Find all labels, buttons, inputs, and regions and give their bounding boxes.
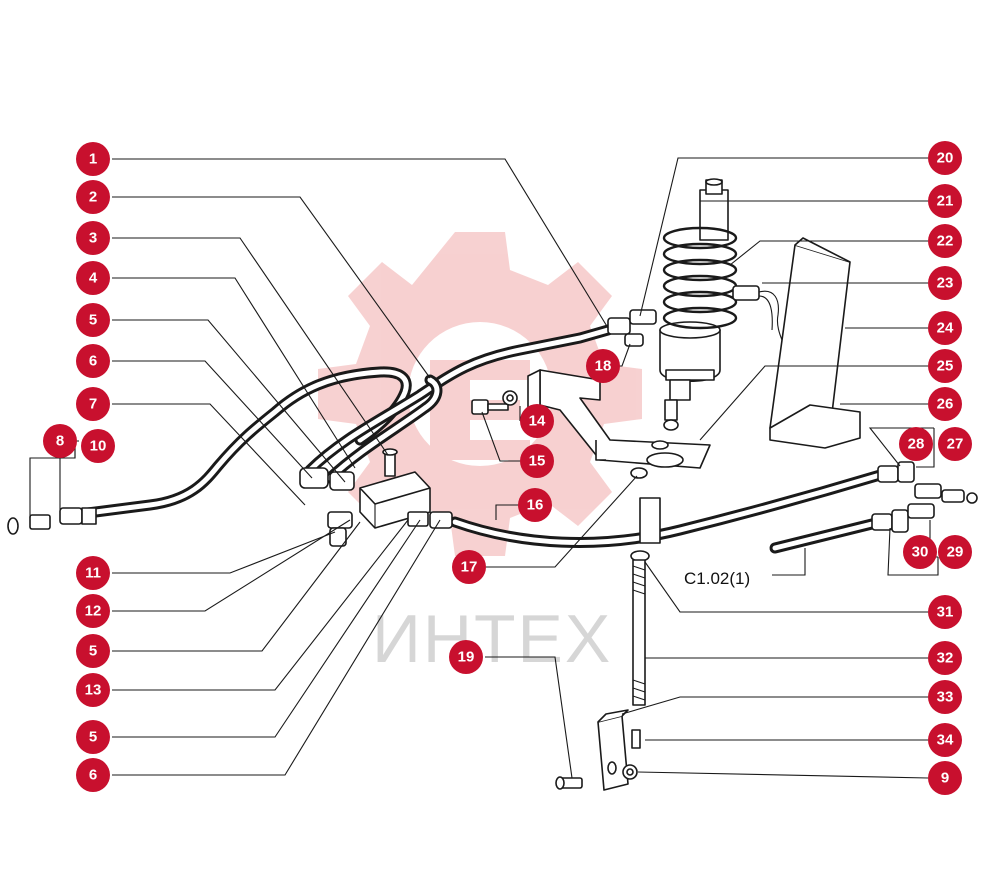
callout-label: 5 bbox=[89, 729, 97, 746]
callout-30: 30 bbox=[903, 535, 937, 569]
fitting-8 bbox=[7, 507, 97, 535]
hose-16 bbox=[449, 469, 886, 548]
callout-label: 7 bbox=[89, 396, 97, 413]
callout-label: 1 bbox=[89, 151, 97, 168]
callout-26: 26 bbox=[928, 387, 962, 421]
callout-32: 32 bbox=[928, 641, 962, 675]
nut-17 bbox=[630, 467, 648, 479]
callout-label: 12 bbox=[85, 603, 102, 620]
callout-label: 9 bbox=[941, 770, 949, 787]
callout-label: 14 bbox=[529, 413, 546, 430]
callout-27: 27 bbox=[938, 427, 972, 461]
callout-23: 23 bbox=[928, 266, 962, 300]
right-fittings bbox=[871, 461, 978, 533]
callout-label: 28 bbox=[908, 436, 925, 453]
callout-label: 18 bbox=[595, 358, 612, 375]
hose-7 bbox=[74, 366, 412, 520]
threaded-rod bbox=[630, 550, 650, 706]
pin-19 bbox=[555, 776, 583, 790]
callout-6a: 6 bbox=[76, 344, 110, 378]
callout-label: 5 bbox=[89, 643, 97, 660]
mounting-bracket bbox=[527, 369, 711, 544]
callout-3: 3 bbox=[76, 221, 110, 255]
washer-9 bbox=[622, 764, 638, 780]
clevis-33 bbox=[597, 709, 641, 791]
spring-cylinder bbox=[607, 178, 738, 431]
callout-label: 33 bbox=[937, 689, 954, 706]
callout-label: 8 bbox=[56, 433, 64, 450]
callout-4: 4 bbox=[76, 261, 110, 295]
callout-label: 3 bbox=[89, 230, 97, 247]
reference-leader bbox=[772, 548, 806, 576]
callout-14: 14 bbox=[520, 404, 554, 438]
callout-21: 21 bbox=[928, 184, 962, 218]
callout-13: 13 bbox=[76, 673, 110, 707]
callout-label: 2 bbox=[89, 189, 97, 206]
callout-5b: 5 bbox=[76, 634, 110, 668]
bolt-15 bbox=[471, 399, 509, 415]
callout-label: 34 bbox=[937, 732, 954, 749]
hose-2 bbox=[324, 374, 443, 484]
callout-1: 1 bbox=[76, 142, 110, 176]
callout-6b: 6 bbox=[76, 758, 110, 792]
reference-label: C1.02(1) bbox=[684, 569, 750, 588]
callout-label: 5 bbox=[89, 312, 97, 329]
valve-block bbox=[299, 448, 453, 547]
hose-c102 bbox=[769, 516, 886, 554]
callout-31: 31 bbox=[928, 595, 962, 629]
callout-33: 33 bbox=[928, 680, 962, 714]
callout-label: 32 bbox=[937, 650, 954, 667]
callout-16: 16 bbox=[518, 488, 552, 522]
callout-label: 30 bbox=[912, 544, 929, 561]
callout-label: 6 bbox=[89, 353, 97, 370]
callout-34: 34 bbox=[928, 723, 962, 757]
sensor-23 bbox=[732, 285, 783, 341]
callout-label: 25 bbox=[937, 358, 954, 375]
callout-5c: 5 bbox=[76, 720, 110, 754]
callout-15: 15 bbox=[520, 444, 554, 478]
callout-label: 4 bbox=[89, 270, 98, 287]
callout-label: 11 bbox=[85, 565, 101, 582]
callout-11: 11 bbox=[76, 556, 110, 590]
callout-17: 17 bbox=[452, 550, 486, 584]
callout-28: 28 bbox=[899, 427, 933, 461]
callout-label: 27 bbox=[947, 436, 964, 453]
callout-25: 25 bbox=[928, 349, 962, 383]
callout-24: 24 bbox=[928, 311, 962, 345]
callout-29: 29 bbox=[938, 535, 972, 569]
callout-label: 22 bbox=[937, 233, 954, 250]
callout-19: 19 bbox=[449, 640, 483, 674]
callout-22: 22 bbox=[928, 224, 962, 258]
callout-label: 6 bbox=[89, 767, 97, 784]
callout-label: 15 bbox=[529, 453, 546, 470]
frame-column bbox=[769, 237, 861, 449]
callout-label: 20 bbox=[937, 150, 954, 167]
hose-1 bbox=[304, 324, 614, 476]
washer-14 bbox=[502, 390, 518, 406]
watermark-text: ИНТЕХ bbox=[372, 601, 612, 677]
callout-label: 19 bbox=[458, 649, 475, 666]
callout-5a: 5 bbox=[76, 303, 110, 337]
callout-label: 26 bbox=[937, 396, 954, 413]
callout-9: 9 bbox=[928, 761, 962, 795]
callout-label: 16 bbox=[527, 497, 544, 514]
callout-20: 20 bbox=[928, 141, 962, 175]
callout-12: 12 bbox=[76, 594, 110, 628]
callout-18: 18 bbox=[586, 349, 620, 383]
callout-label: 29 bbox=[947, 544, 964, 561]
callout-label: 21 bbox=[937, 193, 954, 210]
callout-label: 13 bbox=[85, 682, 102, 699]
callout-label: 10 bbox=[90, 438, 107, 455]
watermark-logo bbox=[318, 232, 642, 556]
callout-10: 10 bbox=[81, 429, 115, 463]
callout-label: 24 bbox=[937, 320, 954, 337]
callout-8: 8 bbox=[43, 424, 77, 458]
callout-label: 31 bbox=[937, 604, 954, 621]
callout-2: 2 bbox=[76, 180, 110, 214]
callout-label: 23 bbox=[937, 275, 954, 292]
callout-7: 7 bbox=[76, 387, 110, 421]
callout-label: 17 bbox=[461, 559, 478, 576]
